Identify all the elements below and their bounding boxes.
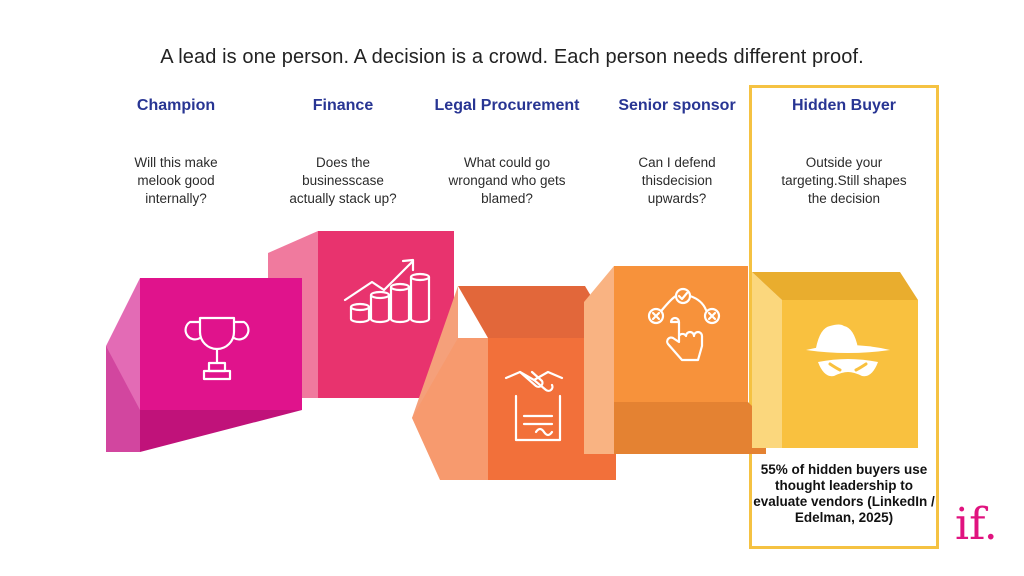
- coins-growth-icon: [343, 258, 431, 324]
- column-question: Outside your targeting.Still shapes the …: [781, 155, 907, 206]
- hidden-buyer-icon: [806, 324, 890, 377]
- column-title: Finance: [312, 97, 374, 114]
- decision-hand-icon: [647, 287, 721, 362]
- column-title: Champion: [136, 97, 216, 114]
- column-question: What could go wrongand who gets blamed?: [448, 155, 566, 206]
- brand-logo: if.: [955, 499, 998, 550]
- column-title: Hidden Buyer: [791, 97, 896, 114]
- hidden-buyer-cube: [752, 272, 918, 448]
- champion-cube: [106, 278, 302, 452]
- trophy-icon: [184, 316, 250, 381]
- column-question: Can I defend thisdecision upwards?: [638, 155, 716, 206]
- column-legal-procurement: Legal Procurement What could go wrongand…: [432, 96, 582, 208]
- column-senior-sponsor: Senior sponsor Can I defend thisdecision…: [602, 96, 752, 208]
- column-champion: Champion Will this make melook good inte…: [101, 96, 251, 208]
- column-finance: Finance Does the businesscase actually s…: [268, 96, 418, 208]
- hidden-buyer-highlight-frame: [749, 85, 939, 549]
- hidden-buyer-statistic: 55% of hidden buyers use thought leaders…: [753, 462, 935, 525]
- column-question: Will this make melook good internally?: [134, 155, 218, 206]
- column-title: Legal Procurement: [434, 97, 580, 114]
- headline: A lead is one person. A decision is a cr…: [160, 46, 864, 68]
- column-title: Senior sponsor: [618, 97, 736, 114]
- handshake-contract-icon: [504, 370, 564, 442]
- senior-sponsor-cube: [584, 266, 766, 454]
- column-hidden-buyer: Hidden Buyer Outside your targeting.Stil…: [769, 96, 919, 208]
- column-question: Does the businesscase actually stack up?: [289, 155, 397, 206]
